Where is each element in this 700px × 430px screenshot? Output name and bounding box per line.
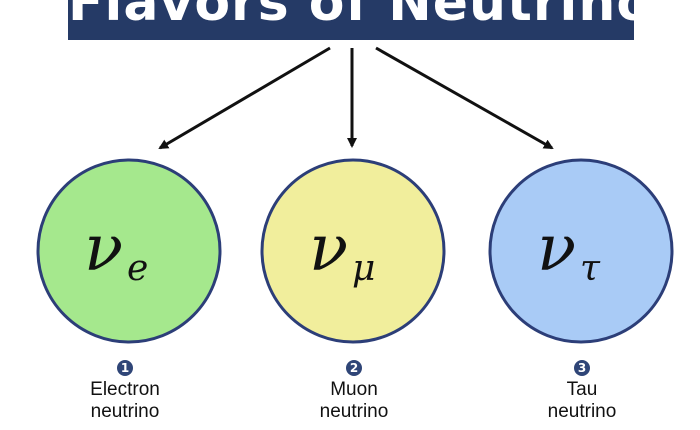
tau-neutrino-circle — [488, 158, 674, 344]
muon-number-badge: 2 — [346, 360, 362, 376]
electron-neutrino-label: Electron neutrino — [25, 379, 225, 423]
muon-neutrino-circle — [260, 158, 446, 344]
electron-neutrino-symbol: ν — [84, 212, 123, 286]
tau-number: 3 — [578, 361, 586, 375]
arrow-to-tau — [375, 46, 554, 150]
muon-label-line2: neutrino — [319, 401, 389, 422]
muon-number: 2 — [350, 361, 358, 375]
muon-label-line1: Muon — [330, 379, 378, 400]
muon-neutrino-symbol: ν — [309, 212, 348, 286]
electron-number: 1 — [121, 361, 129, 375]
tau-number-badge: 3 — [574, 360, 590, 376]
electron-label-line1: Electron — [90, 379, 160, 400]
muon-neutrino-label: Muon neutrino — [254, 379, 454, 423]
electron-label-line2: neutrino — [90, 401, 160, 422]
muon-neutrino-subscript: μ — [352, 248, 375, 289]
electron-neutrino-subscript: e — [127, 248, 148, 289]
tau-label-line2: neutrino — [547, 401, 617, 422]
electron-neutrino-circle — [36, 158, 222, 344]
tau-neutrino-label: Tau neutrino — [482, 379, 682, 423]
tau-label-line1: Tau — [566, 379, 598, 400]
title-banner: Flavors of Neutrino — [68, 0, 634, 40]
electron-number-badge: 1 — [117, 360, 133, 376]
diagram-title: Flavors of Neutrino — [68, 0, 634, 33]
tau-neutrino-subscript: τ — [580, 248, 601, 289]
tau-neutrino-symbol: ν — [537, 212, 576, 286]
arrow-to-electron — [158, 46, 331, 150]
